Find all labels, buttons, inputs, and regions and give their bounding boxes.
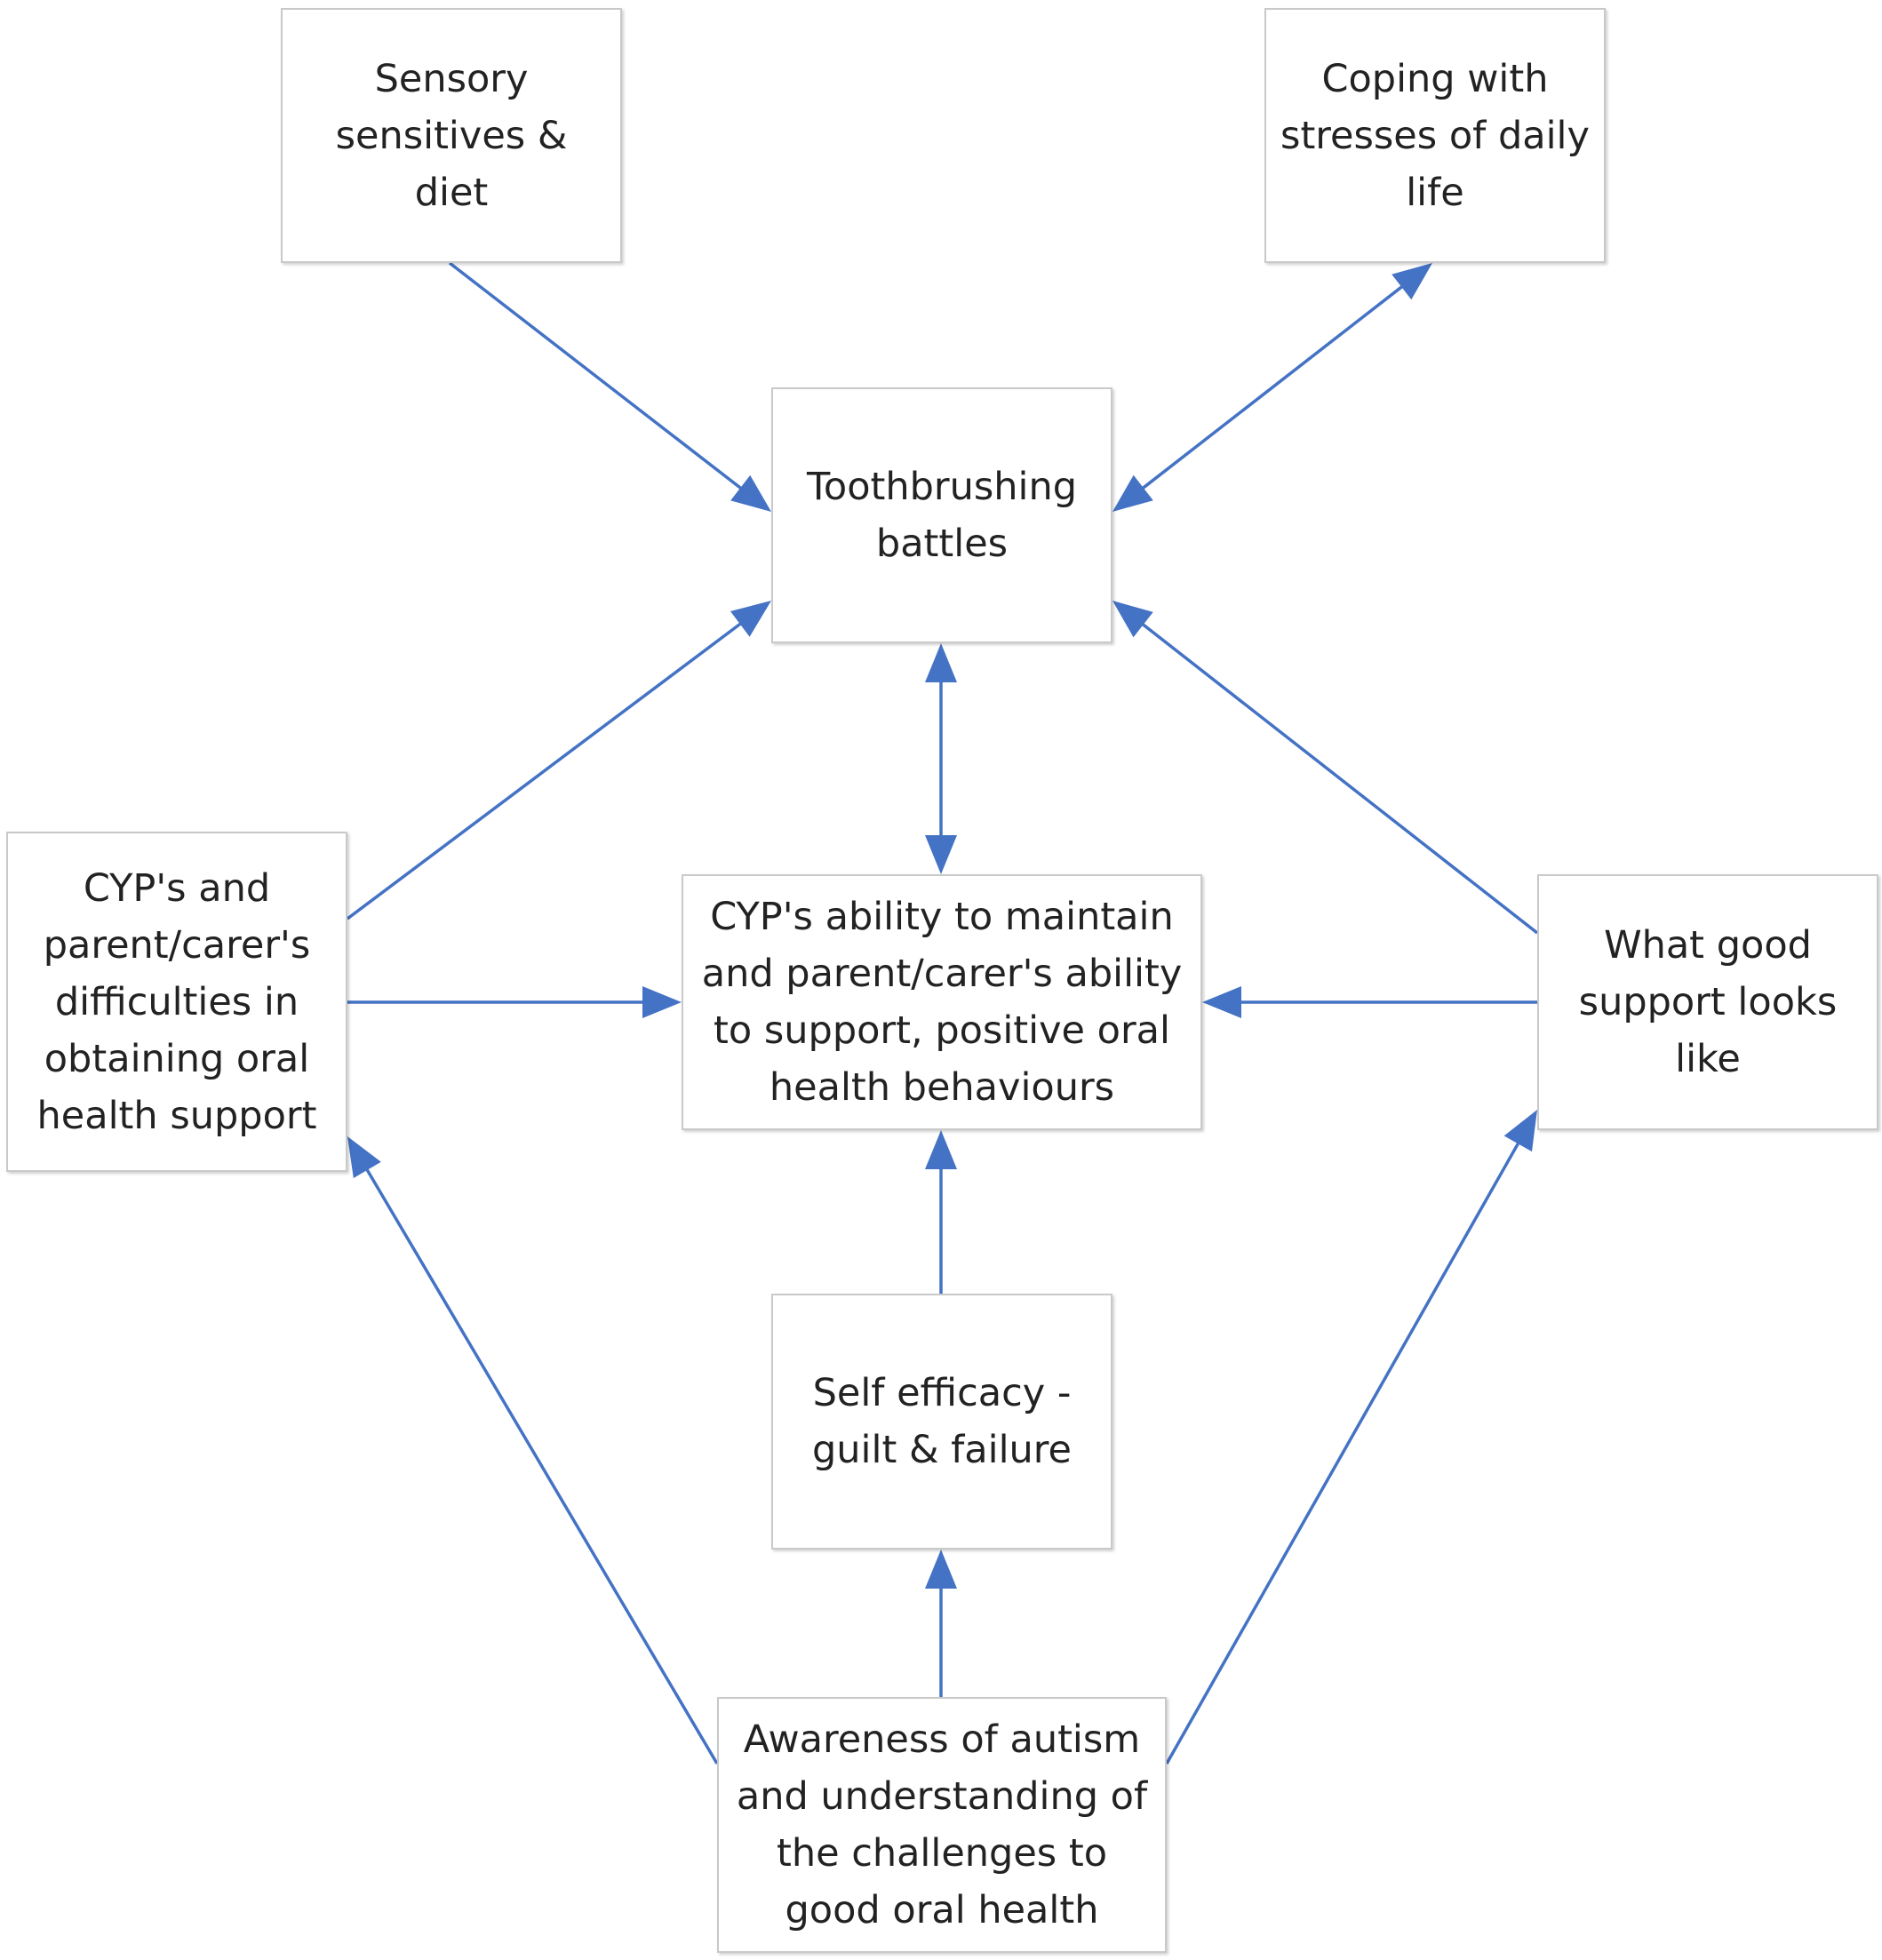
node-tooth-label: Toothbrushing battles (806, 465, 1078, 566)
node-sensory-sensitivities: Sensory sensitives & diet (281, 8, 622, 263)
arrowhead-tooth-icon (730, 474, 771, 512)
node-self-efficacy: Self efficacy - guilt & failure (771, 1294, 1112, 1550)
arrowhead-efficacy-icon (925, 1550, 957, 1589)
arrowhead-tooth-icon (730, 601, 771, 637)
arrowhead-ability-icon (1202, 986, 1241, 1018)
node-difficult-label: CYP's and parent/carer's difficulties in… (36, 865, 317, 1138)
node-oral-health-ability: CYP's ability to maintain and parent/car… (682, 874, 1202, 1130)
arrowhead-tooth-icon (1112, 601, 1153, 638)
arrowhead-tooth-icon (925, 643, 957, 682)
edge-awareness-to-good (1165, 1139, 1521, 1765)
edge-awareness-to-difficult (363, 1166, 719, 1765)
edge-sensory-to-tooth (448, 261, 745, 491)
node-autism-awareness: Awareness of autism and understanding of… (717, 1697, 1167, 1953)
arrowhead-ability-icon (642, 986, 682, 1018)
arrowhead-difficult-icon (347, 1136, 381, 1179)
node-coping-label: Coping with stresses of daily life (1280, 56, 1590, 215)
edge-difficult-to-tooth (346, 620, 745, 920)
arrowhead-ability-icon (925, 835, 957, 874)
edge-tooth-to-coping (1139, 283, 1406, 491)
node-support-difficulties: CYP's and parent/carer's difficulties in… (6, 832, 347, 1172)
arrowhead-good-icon (1503, 1110, 1537, 1152)
node-sensory-label: Sensory sensitives & diet (335, 56, 568, 215)
node-good-support: What good support looks like (1537, 874, 1878, 1130)
node-coping-stresses: Coping with stresses of daily life (1264, 8, 1606, 263)
node-good-label: What good support looks like (1578, 923, 1838, 1081)
node-toothbrushing-battles: Toothbrushing battles (771, 387, 1112, 643)
arrowhead-tooth-icon (1112, 474, 1153, 512)
edge-good-to-tooth (1139, 621, 1539, 935)
arrowhead-coping-icon (1392, 263, 1432, 300)
node-awareness-label: Awareness of autism and understanding of… (736, 1717, 1148, 1932)
node-efficacy-label: Self efficacy - guilt & failure (812, 1371, 1072, 1472)
node-ability-label: CYP's ability to maintain and parent/car… (701, 895, 1183, 1110)
arrowhead-ability-icon (925, 1130, 957, 1169)
